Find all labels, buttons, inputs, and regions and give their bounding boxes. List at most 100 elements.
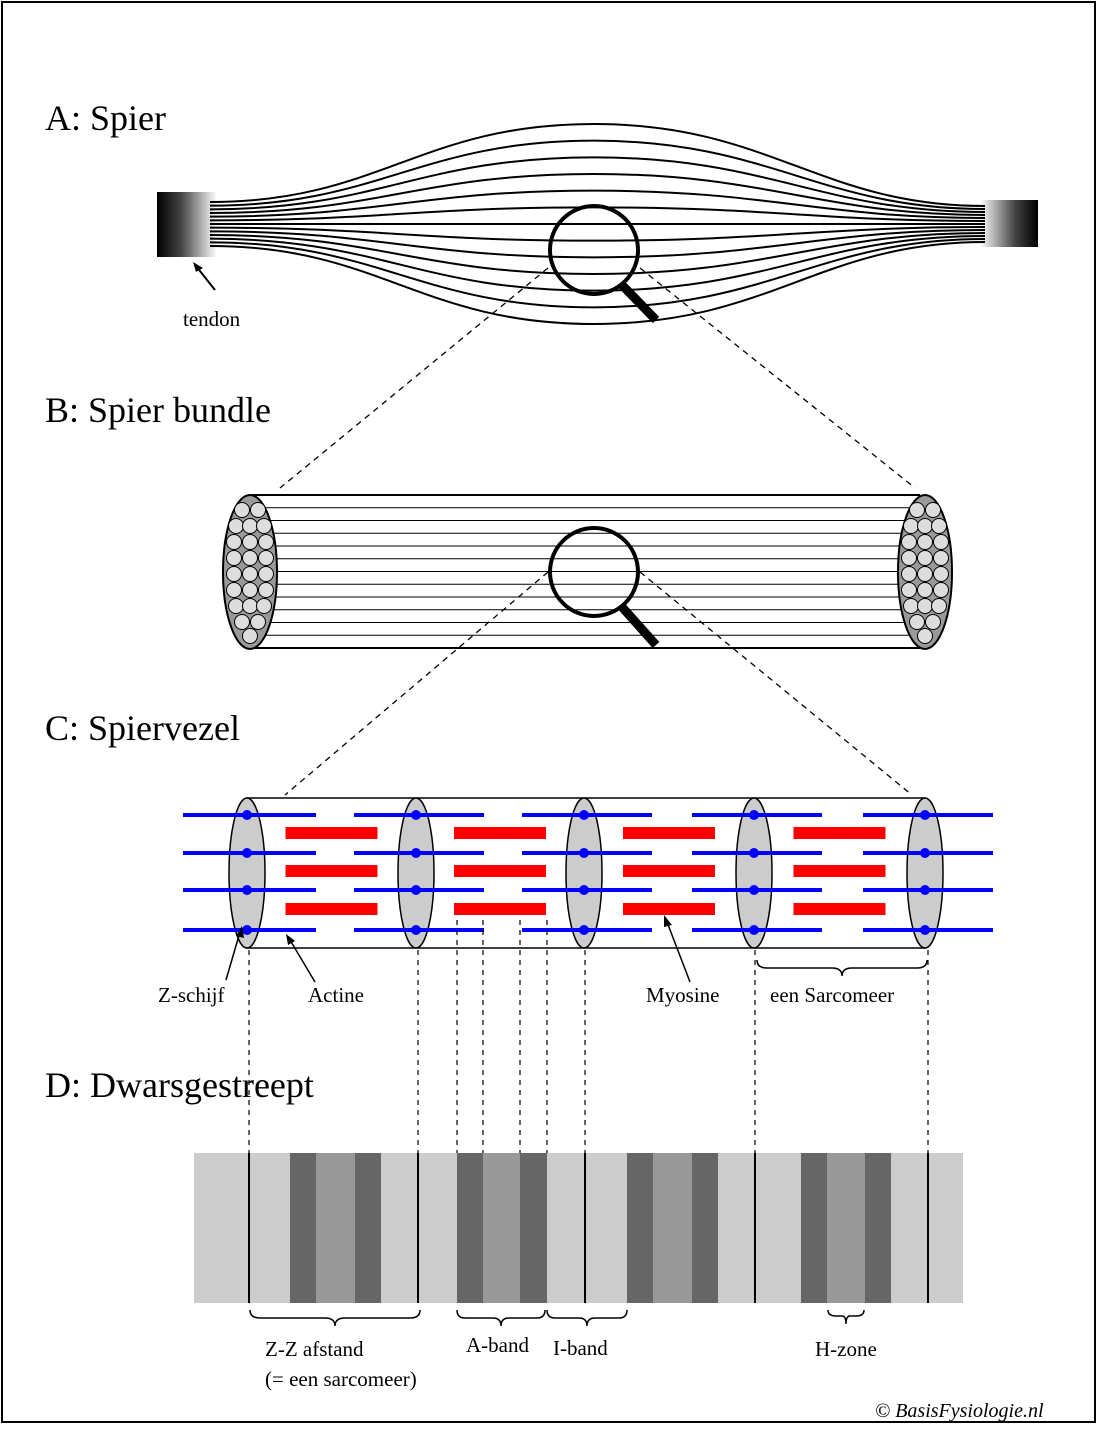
bundle-fiber-circle [242,550,258,566]
z-disc-node [411,848,421,858]
myosin-filament [793,903,886,915]
z-disc-node [749,885,759,895]
z-disc [906,797,944,949]
bundle-fiber-circle [917,534,933,550]
bundle-fiber-circle [901,566,917,582]
myosin-filament [793,865,886,877]
z-disc-node [411,925,421,935]
myosin-filament [285,903,378,915]
bundle-fiber-circle [242,598,258,614]
bundle-fiber-circle [226,582,242,598]
h-zone [483,1153,520,1303]
z-disc-node [579,925,589,935]
bundle-fiber-circle [909,614,925,630]
muscle-fibers [209,122,986,326]
h-zone-label: H-zone [815,1337,877,1361]
z-disc-label: Z-schijf [158,983,224,1007]
bundle-fiber-circle [250,502,266,518]
bundle-fiber-circle [256,598,272,614]
myosin-filament [623,865,715,877]
sarcomere-brace [756,959,928,977]
bundle-fiber-circle [933,550,949,566]
muscle-fiber-line [209,226,986,242]
a-band-label: A-band [466,1333,529,1357]
tendon-label: tendon [183,307,241,331]
bundle-fiber-circle [903,598,919,614]
a-band-dark [290,1153,316,1303]
z-disc-node [920,848,930,858]
bundle-fiber-circle [917,598,933,614]
magnifier-icon-a [548,204,660,324]
bundle-fiber-circle [226,534,242,550]
myosin-filament [454,827,546,839]
myosin-filament [793,827,886,839]
bundle-fiber-circle [228,518,244,534]
bundle-fiber-circle [226,566,242,582]
z-disc-node [920,810,930,820]
bundle-fiber-circle [242,518,258,534]
zoom-line-a-right [639,267,916,489]
actin-arrow [289,939,316,983]
h-zone [316,1153,355,1303]
actin-label: Actine [308,983,364,1007]
myosin-filament [454,903,546,915]
z-disc-node [242,885,252,895]
z-disc-node [579,885,589,895]
bundle-fiber-circle [258,582,274,598]
section-c-title: C: Spiervezel [45,708,240,748]
section-a-title: A: Spier [45,98,166,138]
bundle-fiber-circle [933,566,949,582]
bundle-fiber-circle [226,550,242,566]
section-b-title: B: Spier bundle [45,390,271,430]
bundle-fiber-circle [242,566,258,582]
bundle-fiber-circle [931,598,947,614]
bundle-fiber-circle [931,518,947,534]
bundle-fiber-circle [917,566,933,582]
tendon-left [157,192,217,257]
a-band-dark [801,1153,827,1303]
bundle-fiber-circle [903,518,919,534]
braces-d [249,1309,865,1327]
zz-distance-label: Z-Z afstand [265,1337,364,1361]
bundle-fiber-circle [242,534,258,550]
a-band-dark [692,1153,718,1303]
bundle-fiber-circle [901,550,917,566]
zoom-line-b-left [284,571,549,796]
bundle-fiber-circle [917,582,933,598]
muscle-fiber-line [209,241,986,326]
a-band-dark [865,1153,891,1303]
z-disc-node [749,810,759,820]
h-zone [653,1153,692,1303]
muscle-fiber-line [209,229,986,259]
bundle-fiber-circle [909,502,925,518]
z-disc-node [242,848,252,858]
myosin-filament [285,865,378,877]
zoom-line-b-right [639,571,913,796]
tendon-arrow-head [193,262,203,272]
bundle-fiber-circle [917,628,933,644]
a-band-dark [627,1153,653,1303]
z-disc-node [920,885,930,895]
bundle-fiber-circle [256,518,272,534]
bundle-fiber-circle [234,502,250,518]
a-band-dark [520,1153,547,1303]
muscle-fiber-line [209,156,986,213]
frame-border [1,1,1096,1423]
zoom-line-a-left [279,267,549,489]
muscle-fiber-line [209,139,986,210]
bundle-fiber-circle [258,566,274,582]
muscle-fiber-line [209,206,986,222]
myosin-arrow [666,921,691,983]
striation-bands [194,1153,963,1303]
myosin-filament [285,827,378,839]
bundle-fiber-circle [258,550,274,566]
z-disc [228,797,266,949]
h-zone [827,1153,865,1303]
z-disc-node [920,925,930,935]
bundle-fiber-circle [258,534,274,550]
z-disc-node [749,925,759,935]
bundle-fiber-circle [234,614,250,630]
projection-lines [248,920,929,1155]
a-band-dark [355,1153,381,1303]
